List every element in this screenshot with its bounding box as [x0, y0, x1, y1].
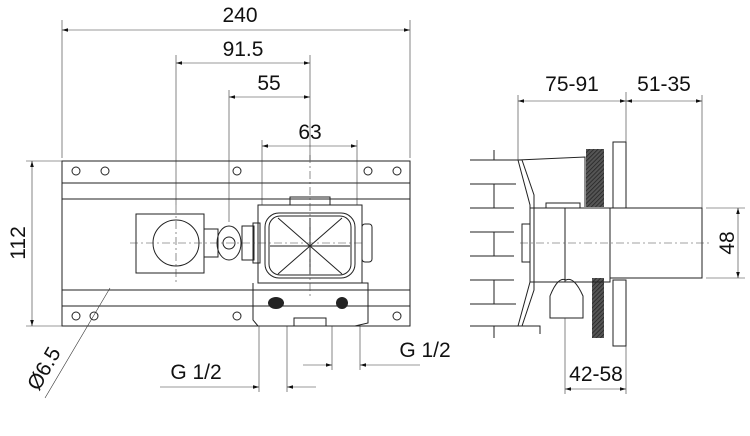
thread-right-label: G 1/2	[399, 339, 450, 362]
dim-wall-42-58: 42-58	[569, 363, 623, 386]
side-valve-body	[529, 207, 611, 283]
port-left	[268, 297, 284, 309]
dim-91-5: 91.5	[223, 38, 264, 61]
dim-55: 55	[257, 72, 280, 95]
brick-wall	[470, 150, 518, 338]
diverter-block	[135, 213, 261, 274]
thread-left-label: G 1/2	[170, 361, 221, 384]
centerlines	[130, 155, 365, 296]
valve-body	[252, 196, 373, 327]
front-view: 240 91.5 55 63 112 Ø6.5 G 1/2 G 1/2	[7, 4, 451, 399]
cover-plate-bottom	[612, 279, 627, 347]
dim-depth-75-91: 75-91	[545, 73, 599, 96]
port-right	[336, 297, 348, 309]
dim-outlet-48: 48	[716, 231, 739, 254]
side-dimension-lines	[517, 92, 745, 394]
side-view: 75-91 51-35 48 42-58	[470, 73, 745, 394]
dim-hole-diameter: Ø6.5	[23, 343, 66, 394]
mounting-plate	[61, 160, 411, 327]
dim-depth-51-35: 51-35	[637, 73, 691, 96]
cover-plate-top	[612, 141, 627, 209]
wall-hatch-bottom	[592, 278, 604, 338]
dimension-lines	[26, 20, 420, 399]
dim-63: 63	[298, 121, 321, 144]
wall-hatch-top	[586, 149, 604, 207]
mounting-holes	[71, 166, 402, 321]
dim-height-112: 112	[7, 226, 30, 259]
dim-width-240: 240	[222, 4, 257, 27]
